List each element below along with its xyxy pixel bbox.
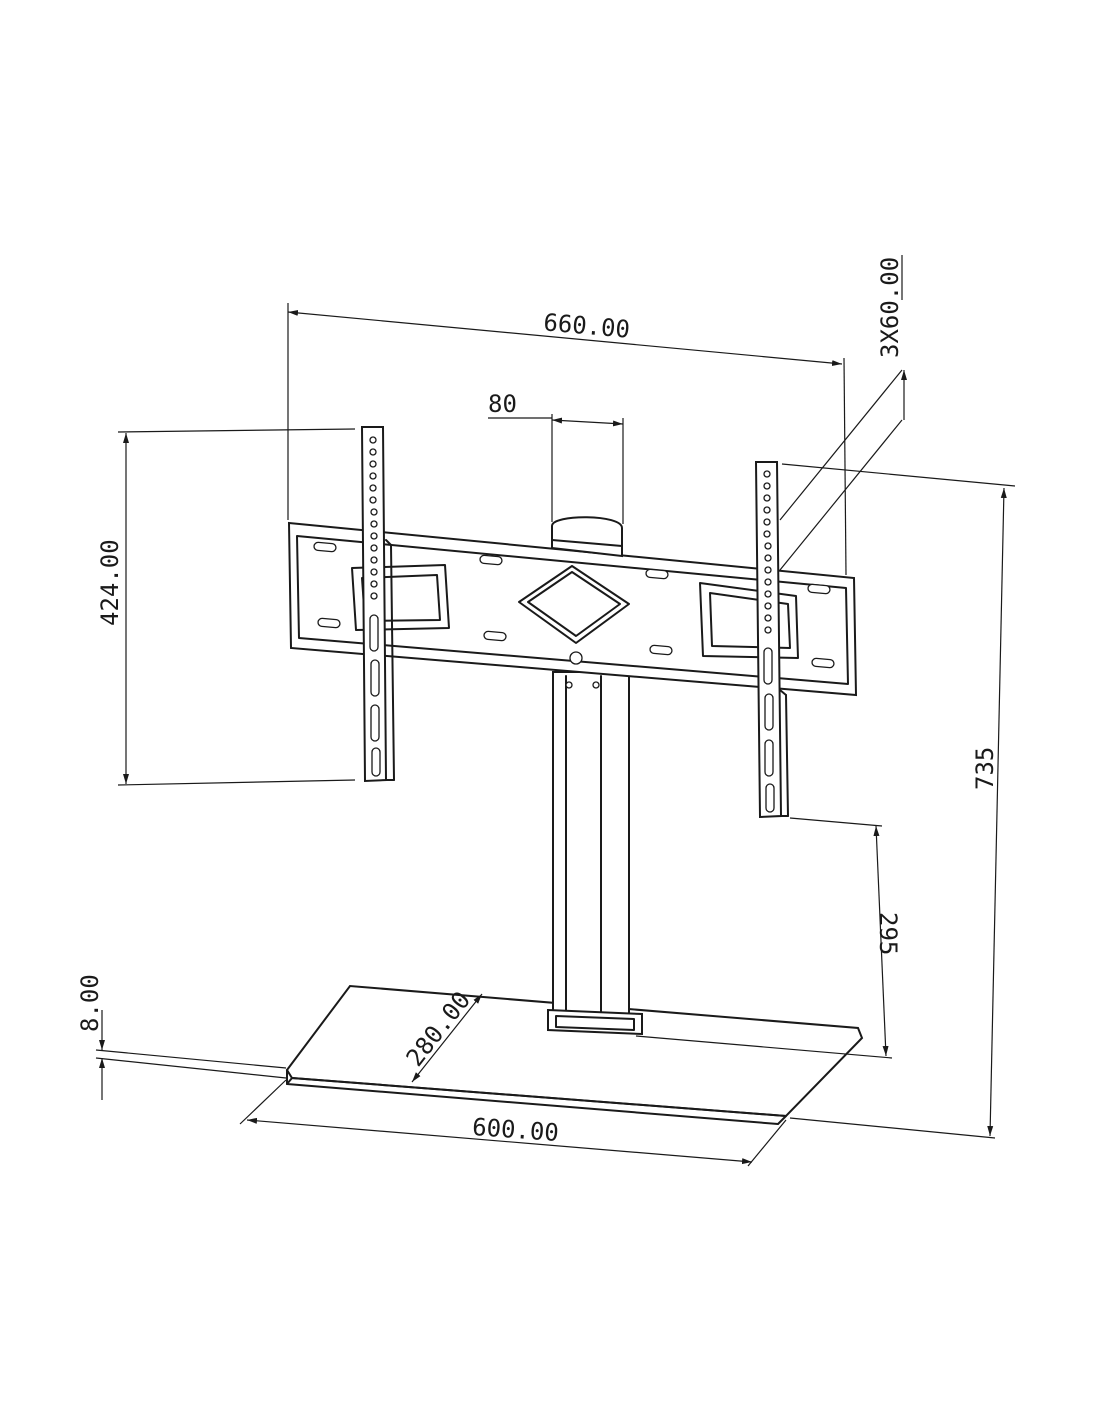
dim-base-width: 600.00 xyxy=(239,1079,787,1167)
mount-plate-slots xyxy=(313,541,835,669)
right-vertical-bracket xyxy=(754,461,789,819)
dim-label-295: 295 xyxy=(874,912,902,955)
dim-label-660: 660.00 xyxy=(542,308,631,343)
left-bracket-holes xyxy=(369,436,381,777)
dim-total-height: 735 xyxy=(781,463,1016,1139)
dim-label-8: 8.00 xyxy=(76,974,104,1032)
dim-label-600: 600.00 xyxy=(471,1113,559,1147)
dim-label-735: 735 xyxy=(971,747,999,790)
dim-hole-spacing: 3X60.00 xyxy=(779,255,907,571)
right-bracket-holes xyxy=(763,470,775,813)
dim-label-3x60: 3X60.00 xyxy=(876,257,904,358)
dim-label-424: 424.00 xyxy=(96,539,124,626)
support-column xyxy=(552,671,630,1025)
dim-bracket-to-base: 295 xyxy=(635,817,902,1059)
dim-base-thickness: 8.00 xyxy=(76,974,287,1100)
dim-column-width: 80 xyxy=(488,390,624,524)
column-foot xyxy=(547,1008,643,1036)
dim-label-80: 80 xyxy=(488,390,517,418)
dim-bracket-height: 424.00 xyxy=(96,428,356,786)
mount-plate xyxy=(287,516,858,697)
left-vertical-bracket xyxy=(360,426,395,783)
